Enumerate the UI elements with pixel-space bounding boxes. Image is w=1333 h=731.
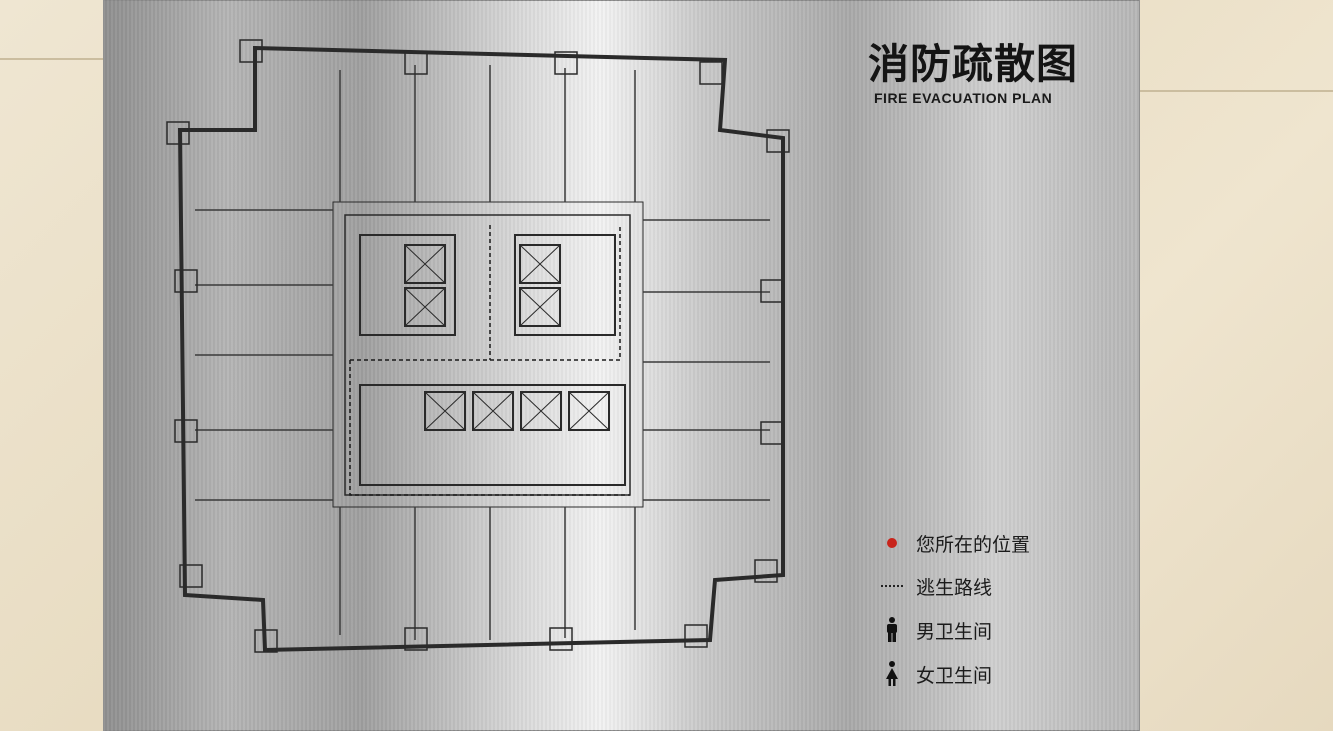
legend-label: 逃生路线 [916,576,993,599]
outer-wall [177,45,785,653]
wall-tile-seam-right [1140,90,1333,92]
male-figure-icon [880,617,904,642]
legend-evacuation-route: 逃生路线 [880,571,992,601]
female-figure-icon [880,661,904,686]
legend-male-restroom: 男卫生间 [880,615,992,645]
legend-label: 女卫生间 [916,664,993,687]
you-are-here-dot-icon [880,531,904,555]
evacuation-route-lower [349,360,630,496]
legend-female-restroom: 女卫生间 [880,659,992,689]
steel-sign-plate [103,0,1140,731]
core-outline [344,214,631,496]
legend-you-are-here: 您所在的位置 [880,528,1030,558]
dotted-line-icon [880,574,904,598]
evacuation-route-upper [350,225,621,361]
sign-title-en: FIRE EVACUATION PLAN [874,90,1053,106]
legend-label: 男卫生间 [916,620,993,643]
sign-title-cn: 消防疏散图 [868,40,1078,88]
legend-label: 您所在的位置 [916,533,1031,556]
wall-tile-seam-left [0,58,103,60]
floor-plan [166,39,790,653]
